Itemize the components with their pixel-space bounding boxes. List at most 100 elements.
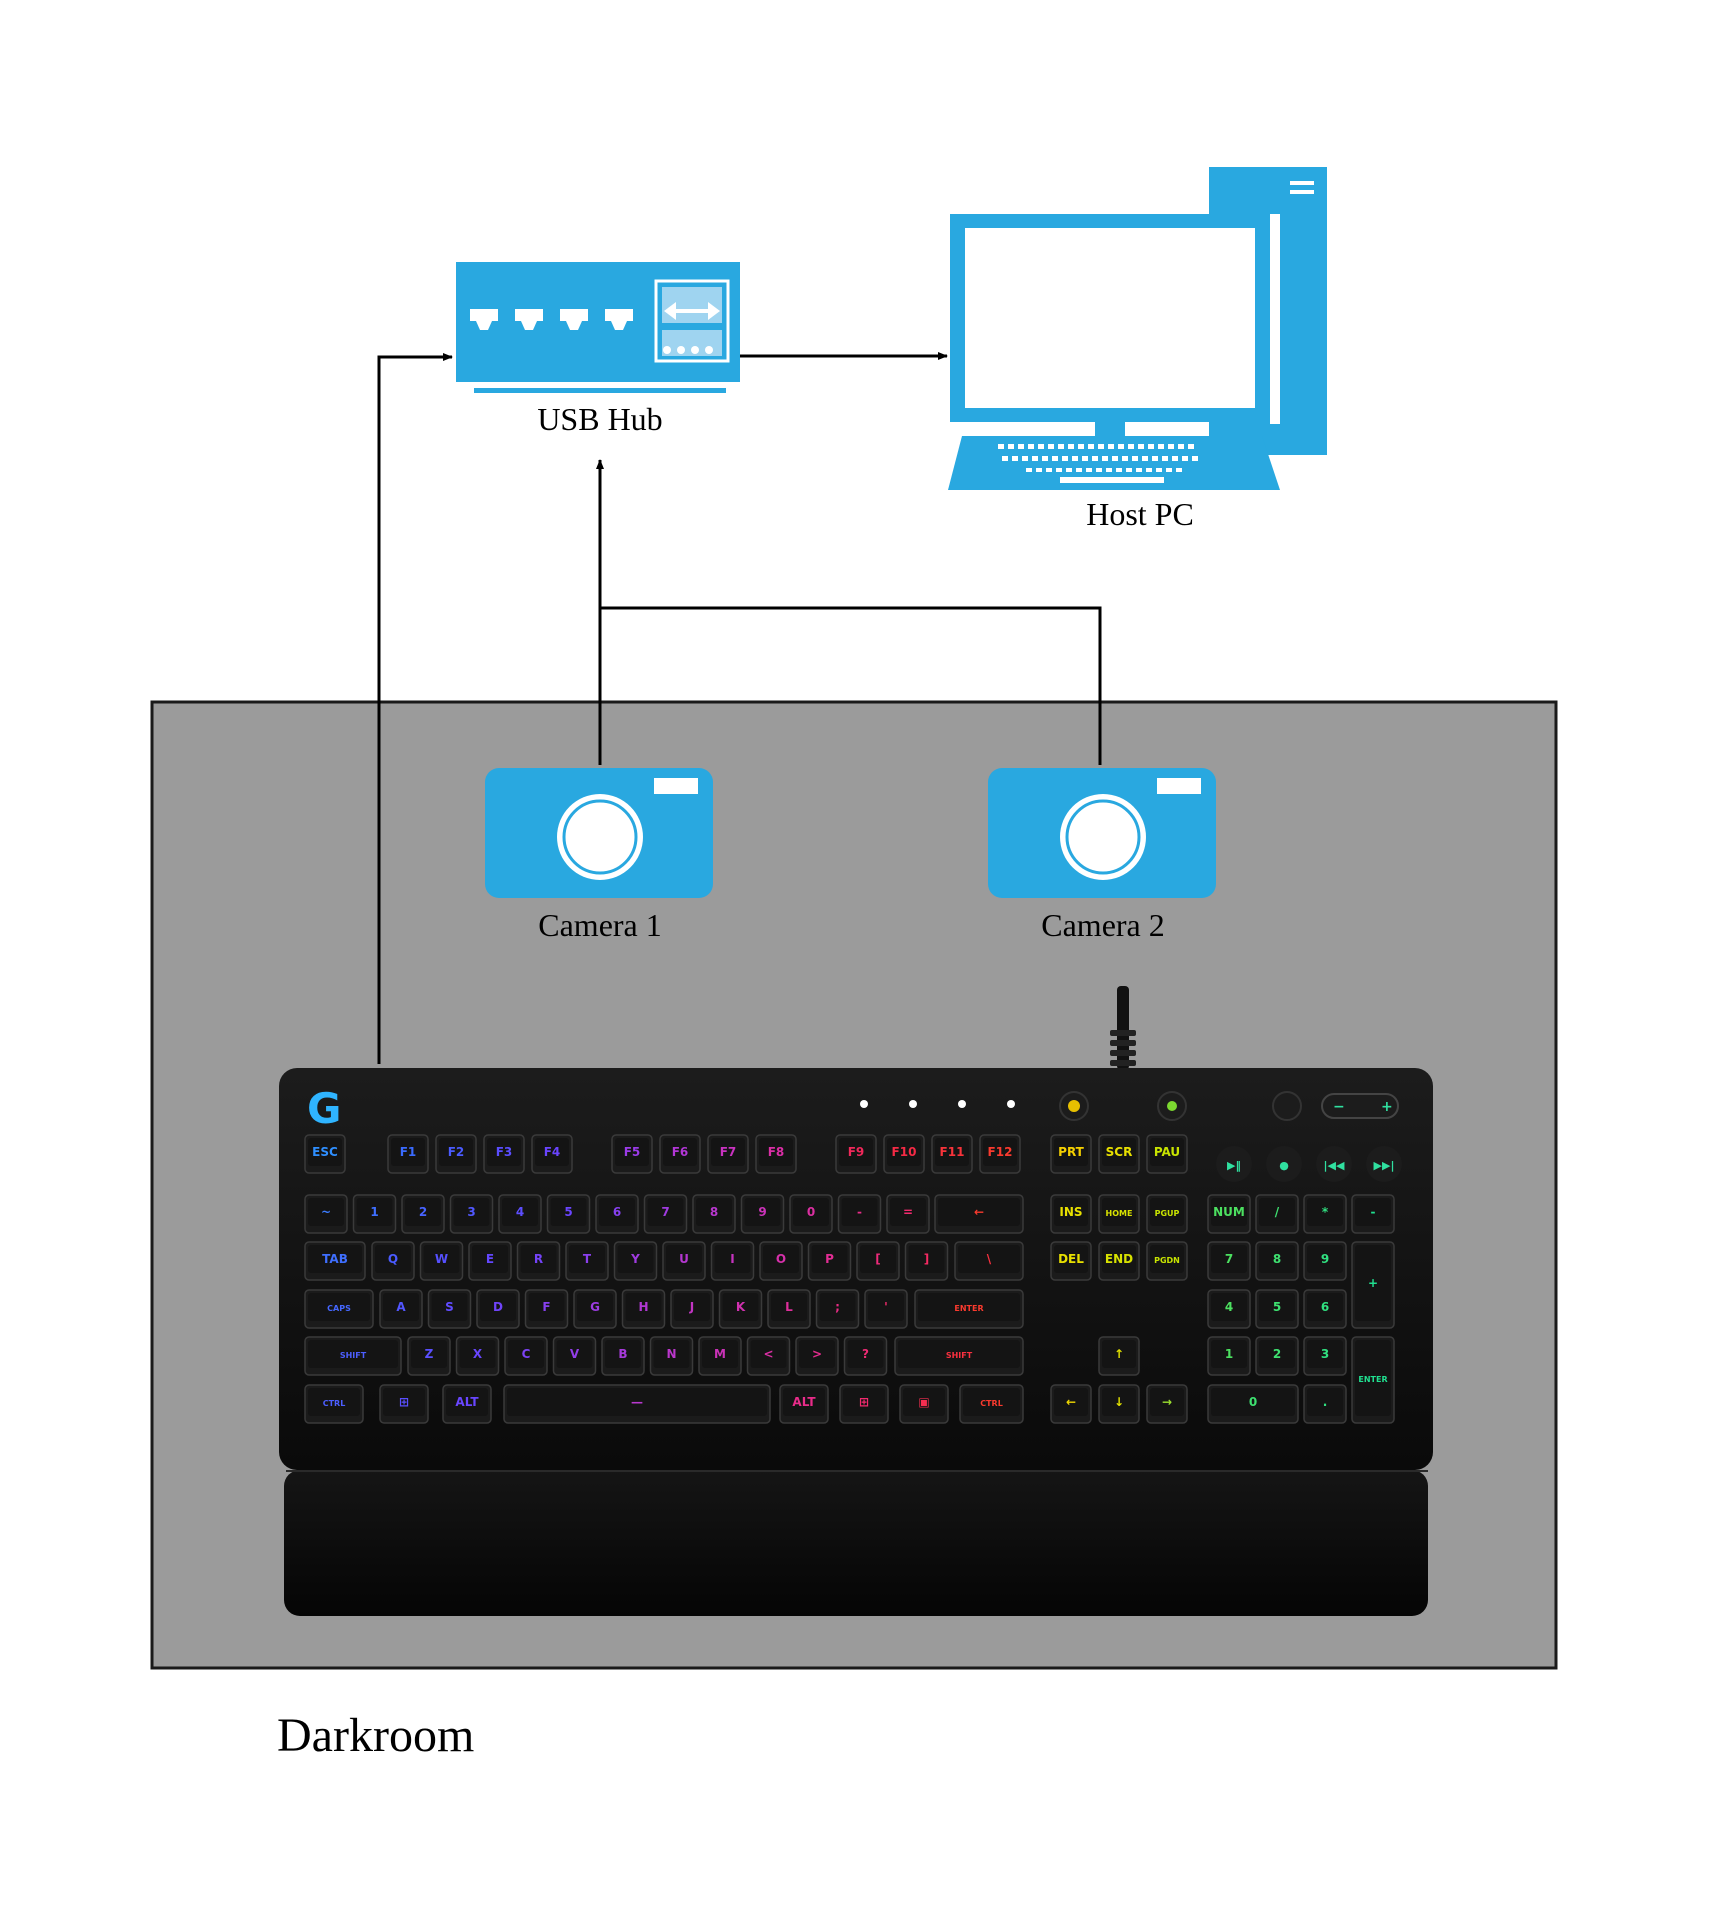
keyboard-key: F9 [835, 1134, 877, 1174]
keyboard-key: [ [856, 1241, 900, 1281]
keyboard-key-label: F1 [400, 1145, 417, 1159]
keyboard-key-label: 8 [1273, 1252, 1281, 1266]
keyboard-key: ↑ [1098, 1336, 1140, 1376]
keyboard-key-label: U [679, 1252, 689, 1266]
keyboard-key-label: Q [388, 1252, 398, 1266]
keyboard-key-label: < [763, 1347, 773, 1361]
keyboard-key: PRT [1050, 1134, 1092, 1174]
keyboard-key: NUM [1207, 1194, 1251, 1234]
keyboard-key: L [767, 1289, 811, 1329]
keyboard-key: — [503, 1384, 771, 1424]
keyboard-key-label: * [1322, 1205, 1329, 1219]
keyboard-key-label: I [730, 1252, 734, 1266]
keyboard-key-label: F2 [448, 1145, 465, 1159]
keyboard-key-label: F9 [848, 1145, 865, 1159]
logo-g-icon: G [307, 1084, 341, 1133]
keyboard-key-label: P [825, 1252, 834, 1266]
keyboard-key: - [837, 1194, 882, 1234]
keyboard-key-label: ] [924, 1252, 929, 1266]
keyboard-keys-pattern [998, 444, 1198, 472]
keyboard-key: D [476, 1289, 520, 1329]
keyboard-key-label: INS [1059, 1205, 1082, 1219]
keyboard-key: A [379, 1289, 423, 1329]
keyboard-key: 0 [789, 1194, 833, 1234]
keyboard-key: ' [864, 1289, 908, 1329]
keyboard-key-label: Y [630, 1252, 640, 1266]
keyboard-key: Z [407, 1336, 451, 1376]
keyboard-key-label: 8 [710, 1205, 718, 1219]
keyboard-key: ? [843, 1336, 888, 1376]
keyboard-key: R [516, 1241, 561, 1281]
keyboard-key: . [1303, 1384, 1347, 1424]
keyboard-key-label: E [486, 1252, 494, 1266]
keyboard-key-label: = [903, 1205, 913, 1219]
keyboard-key-label: . [1323, 1395, 1328, 1409]
keyboard-key: C [504, 1336, 548, 1376]
keyboard-key: F3 [483, 1134, 525, 1174]
keyboard-key-label: ENTER [1358, 1375, 1387, 1384]
keyboard-key: * [1303, 1194, 1347, 1234]
keyboard-key-label: 6 [613, 1205, 621, 1219]
media-controls: − + ▶‖ ● |◀◀ ▶▶| [1059, 1091, 1402, 1182]
keyboard-key: = [886, 1194, 930, 1234]
keyboard-key-label: END [1105, 1252, 1133, 1266]
keyboard-key-label: F8 [768, 1145, 785, 1159]
keyboard-key-label: W [435, 1252, 448, 1266]
keyboard-key: N [649, 1336, 694, 1376]
usb-hub-label: USB Hub [537, 401, 662, 437]
keyboard-key: K [718, 1289, 763, 1329]
keyboard-key: ↓ [1098, 1384, 1140, 1424]
usb-hub-icon [456, 262, 740, 393]
keyboard-key-label: [ [875, 1252, 880, 1266]
keyboard-key: E [468, 1241, 512, 1281]
keyboard-key: > [795, 1336, 839, 1376]
keyboard-key-label: B [618, 1347, 627, 1361]
keyboard-key-label: A [396, 1300, 406, 1314]
keyboard-key-label: ↓ [1114, 1395, 1124, 1409]
keyboard-key: F6 [659, 1134, 701, 1174]
keyboard-key: F2 [435, 1134, 477, 1174]
keyboard-key: V [552, 1336, 597, 1376]
keyboard-key-label: X [473, 1347, 483, 1361]
keyboard-key: G [573, 1289, 617, 1329]
keyboard-key-label: N [666, 1347, 676, 1361]
keyboard-key-label: C [522, 1347, 531, 1361]
keyboard-key-label: ← [974, 1205, 984, 1219]
keyboard-key-label: 4 [1225, 1300, 1233, 1314]
keyboard-key: 6 [1303, 1289, 1347, 1329]
keyboard-key: S [427, 1289, 472, 1329]
keyboard-key: ALT [779, 1384, 829, 1424]
keyboard-key: ⊞ [379, 1384, 429, 1424]
svg-text:|◀◀: |◀◀ [1324, 1159, 1345, 1172]
keyboard-key: X [455, 1336, 500, 1376]
keyboard-key: 6 [595, 1194, 639, 1234]
keyboard-key: / [1255, 1194, 1299, 1234]
keyboard-key-label: 6 [1321, 1300, 1329, 1314]
keyboard-key: F11 [931, 1134, 973, 1174]
keyboard-key-label: 3 [1321, 1347, 1329, 1361]
keyboard-key-label: 0 [1249, 1395, 1257, 1409]
keyboard-key: F8 [755, 1134, 797, 1174]
keyboard-key: ESC [304, 1134, 346, 1174]
keyboard-to-hub-line [377, 353, 453, 1064]
keyboard-key-label: HOME [1106, 1209, 1133, 1218]
keyboard-key: O [759, 1241, 803, 1281]
keyboard-key: F12 [979, 1134, 1021, 1174]
darkroom-label: Darkroom [277, 1709, 474, 1762]
svg-text:▶▶|: ▶▶| [1374, 1159, 1395, 1172]
keyboard-key-label: 7 [661, 1205, 669, 1219]
keyboard-key: + [1351, 1241, 1395, 1329]
keyboard-key-label: 2 [419, 1205, 427, 1219]
keyboard-key-label: + [1368, 1276, 1378, 1290]
keyboard-key-label: 5 [1273, 1300, 1281, 1314]
keyboard-key: ENTER [914, 1289, 1024, 1329]
keyboard-key: 9 [1303, 1241, 1347, 1281]
keyboard-key: H [621, 1289, 666, 1329]
keyboard-key: DEL [1050, 1241, 1092, 1281]
keyboard-key-label: 1 [1225, 1347, 1233, 1361]
keyboard-key-label: 9 [758, 1205, 766, 1219]
keyboard-key: F7 [707, 1134, 749, 1174]
keyboard-key-label: PGUP [1155, 1209, 1180, 1218]
